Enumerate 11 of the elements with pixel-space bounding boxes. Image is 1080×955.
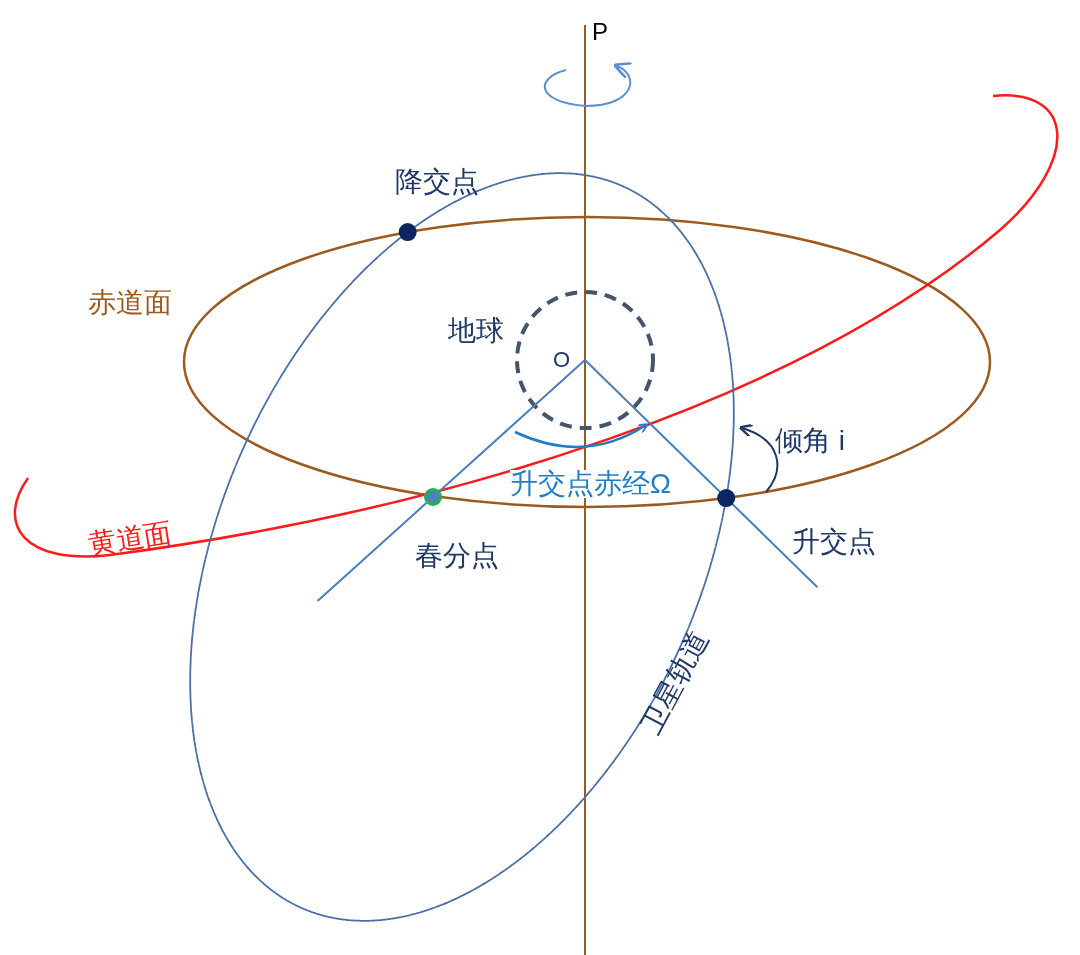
point-label: 降交点	[395, 168, 479, 196]
axis-label: P	[592, 20, 608, 44]
angle-label: 倾角 i	[775, 427, 845, 455]
plane-label: 黄道面	[86, 518, 174, 560]
angle-label: 升交点赤经Ω	[510, 470, 671, 498]
earth-label: 地球	[448, 317, 504, 345]
point-label: 春分点	[415, 542, 499, 570]
point-label: 升交点	[792, 528, 876, 556]
origin-label: O	[553, 349, 571, 371]
plane-label: 赤道面	[88, 289, 172, 317]
orbit-label: 卫星轨道	[636, 626, 714, 738]
